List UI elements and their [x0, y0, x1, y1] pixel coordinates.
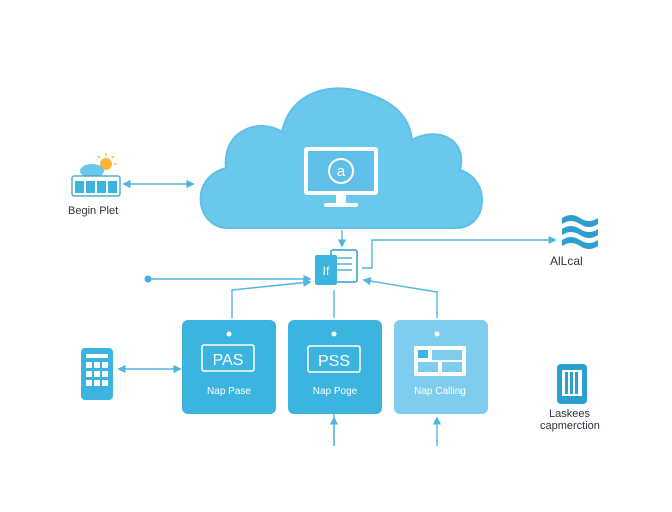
- tile-pas[interactable]: PAS Nap Pase: [182, 320, 276, 414]
- endpoint-dot: [144, 275, 152, 283]
- monitor-screen-text: a: [337, 163, 346, 180]
- left-top-label: Begin Plet: [68, 205, 119, 217]
- line-hub-to-right-top: [362, 235, 557, 269]
- hub-text: If: [323, 264, 330, 278]
- weather-device-icon: [71, 153, 121, 197]
- right-top-label: AlLcal: [550, 254, 583, 268]
- tile-pss[interactable]: PSS Nap Poge: [288, 320, 382, 414]
- right-bottom-label-line2: capmerction: [540, 420, 600, 432]
- tile-pas-title: PAS: [213, 352, 244, 369]
- phone-keypad-icon: [81, 348, 113, 400]
- storage-device-icon: [557, 364, 587, 404]
- monitor-icon: a: [304, 147, 378, 207]
- hub-document-icon: If: [315, 249, 358, 285]
- line-tile3-to-hub: [362, 276, 438, 318]
- tile-calling[interactable]: Nap Calling: [394, 320, 488, 414]
- tile-pss-title: PSS: [318, 353, 350, 370]
- tile-pss-caption: Nap Poge: [313, 386, 358, 397]
- grid-window-icon: [414, 346, 466, 376]
- line-tile1-to-hub: [231, 278, 312, 318]
- right-bottom-label-line1: Laskees: [549, 408, 590, 420]
- cloud-node: a: [199, 87, 484, 229]
- connections: [117, 179, 557, 446]
- tile-calling-caption: Nap Calling: [414, 386, 466, 397]
- tile-pas-caption: Nap Pase: [207, 386, 251, 397]
- waves-icon: [562, 215, 598, 249]
